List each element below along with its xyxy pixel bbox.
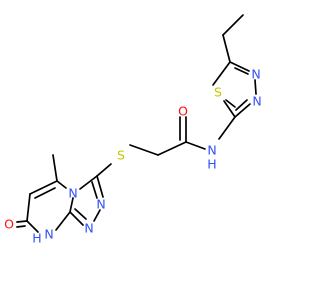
- atom-label-nh-ring: N: [44, 227, 53, 242]
- bond-n1-c8a: [69, 211, 84, 226]
- atom-label-nh-ring-h: H: [32, 231, 41, 246]
- molecule-canvas: O N H S N N S N N N N H O: [4, 14, 262, 246]
- bond-n3-c2-inner: [235, 99, 248, 111]
- bond-n2-n1: [93, 209, 101, 222]
- atom-label-layer: O N H S N N S N N N N H O: [4, 67, 262, 246]
- atom-label-n-thiadiazole-1: N: [251, 67, 260, 82]
- bond-c2-s: [223, 100, 236, 118]
- bond-c7-o-a: [16, 220, 28, 223]
- bond-n4-n3: [254, 79, 257, 95]
- bond-c6-c7: [26, 193, 31, 222]
- bond-c7-o-b: [16, 225, 26, 228]
- bond-n4-c5: [56, 180, 67, 189]
- bond-c5-c6: [29, 180, 58, 195]
- bond-c5-c6-inner: [34, 187, 56, 199]
- bond-c5-n4: [229, 61, 250, 72]
- bond-n3-c2: [234, 103, 251, 118]
- bond-c5-s: [212, 61, 231, 86]
- bond-c7-n8: [26, 220, 39, 233]
- atom-label-s-thiadiazole: S: [214, 85, 222, 100]
- bond-carbonyl-ch2: [157, 141, 187, 156]
- bond-c3-n4: [79, 175, 98, 190]
- atom-label-s-thioether: S: [117, 148, 125, 163]
- bond-c8a-n4: [69, 197, 74, 213]
- bond-layer: [16, 14, 257, 233]
- bond-c3-n2-inner: [91, 181, 98, 199]
- atom-label-n-thiadiazole-2: N: [252, 94, 261, 109]
- bond-ethyl-ch2-ring: [222, 34, 231, 63]
- bond-c2-nh: [218, 116, 236, 140]
- atom-label-nh-amide: N: [207, 143, 216, 158]
- atom-label-n-fused: N: [68, 186, 77, 201]
- structure-drawing: O N H S N N S N N N N H O: [4, 14, 262, 246]
- bond-c5-methyl: [52, 154, 58, 182]
- atom-label-o-amide: O: [178, 104, 188, 119]
- bond-nh-carbonyl: [185, 141, 206, 150]
- bond-ch2-s: [129, 144, 159, 156]
- atom-label-n-triazole-2: N: [84, 221, 93, 236]
- bond-s-c2: [225, 99, 236, 108]
- bond-s-c3: [96, 163, 112, 177]
- atom-label-o-ring: O: [4, 217, 14, 232]
- bond-ethyl-ch3-ch2: [222, 14, 244, 36]
- atom-label-nh-amide-h: H: [207, 157, 216, 172]
- bond-n8-c8a: [55, 211, 71, 231]
- atom-label-n-triazole-1: N: [96, 197, 105, 212]
- bond-c3-n2: [96, 175, 104, 198]
- bond-n1-c8a-inner: [74, 208, 87, 220]
- bond-c5-n4-inner: [234, 67, 249, 75]
